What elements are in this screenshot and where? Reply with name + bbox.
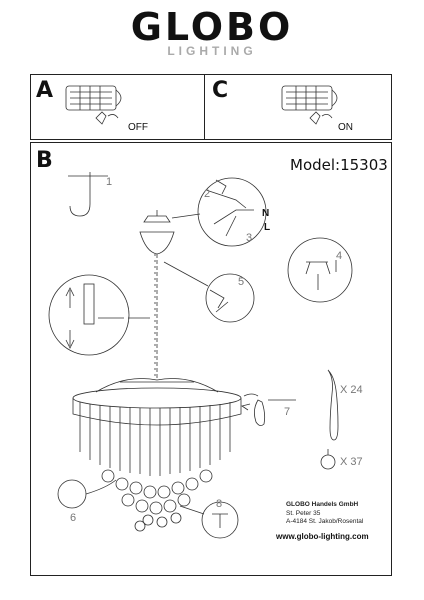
quantity-balls: X 37: [340, 456, 363, 468]
crystal-ball-icon: [320, 449, 336, 470]
wiring-detail-icon: [197, 177, 267, 247]
bulb-off-icon: [65, 85, 122, 125]
chandelier-icon: [72, 378, 242, 476]
canopy-icon: [139, 210, 175, 255]
step-4: 4: [336, 250, 343, 262]
panel-a-label: OFF: [128, 122, 148, 133]
brand-logo: GLOBO LIGHTING: [0, 8, 424, 58]
step-7: 7: [284, 406, 291, 418]
crystal-balls-icon: [101, 469, 213, 532]
crystal-drop-icon: [327, 369, 339, 441]
drop-attach-icon: [241, 393, 296, 426]
brand-sub: LIGHTING: [167, 44, 257, 58]
company-website[interactable]: www.globo-lighting.com: [276, 532, 369, 541]
panel-b: [30, 142, 392, 576]
chain-icon: [154, 254, 158, 380]
step-8: 8: [216, 498, 223, 510]
bulb-on-icon: [281, 85, 338, 125]
panel-b-letter: B: [36, 148, 53, 173]
panel-c: [204, 74, 392, 140]
chain-connector-icon: [205, 273, 255, 323]
panel-c-letter: C: [212, 78, 229, 103]
wire-n-label: N: [262, 208, 270, 219]
step-1: 1: [106, 176, 113, 188]
ball-hook-detail-icon: [201, 501, 239, 539]
height-adjust-icon: [48, 274, 130, 356]
step-5: 5: [238, 276, 245, 288]
brand-name: GLOBO: [130, 5, 294, 49]
company-city: A-4184 St. Jakob/Rosental: [286, 518, 364, 525]
company-street: St. Peter 35: [286, 509, 321, 517]
bulb-insert-icon: [287, 237, 353, 303]
wire-l-label: L: [264, 222, 271, 233]
company-info: GLOBO Handels GmbH St. Peter 35 A-4184 S…: [286, 501, 363, 527]
company-name: GLOBO Handels GmbH: [286, 501, 359, 508]
panel-c-label: ON: [338, 122, 353, 133]
hook-icon: [68, 172, 108, 217]
step-6: 6: [70, 512, 77, 524]
panel-a: [30, 74, 206, 140]
quantity-drops: X 24: [340, 384, 363, 396]
step-2: 2: [204, 188, 211, 200]
model-number: Model:15303: [290, 156, 388, 174]
ball-detail-icon: [57, 479, 117, 509]
step-3: 3: [246, 232, 253, 244]
panel-a-letter: A: [36, 78, 54, 103]
